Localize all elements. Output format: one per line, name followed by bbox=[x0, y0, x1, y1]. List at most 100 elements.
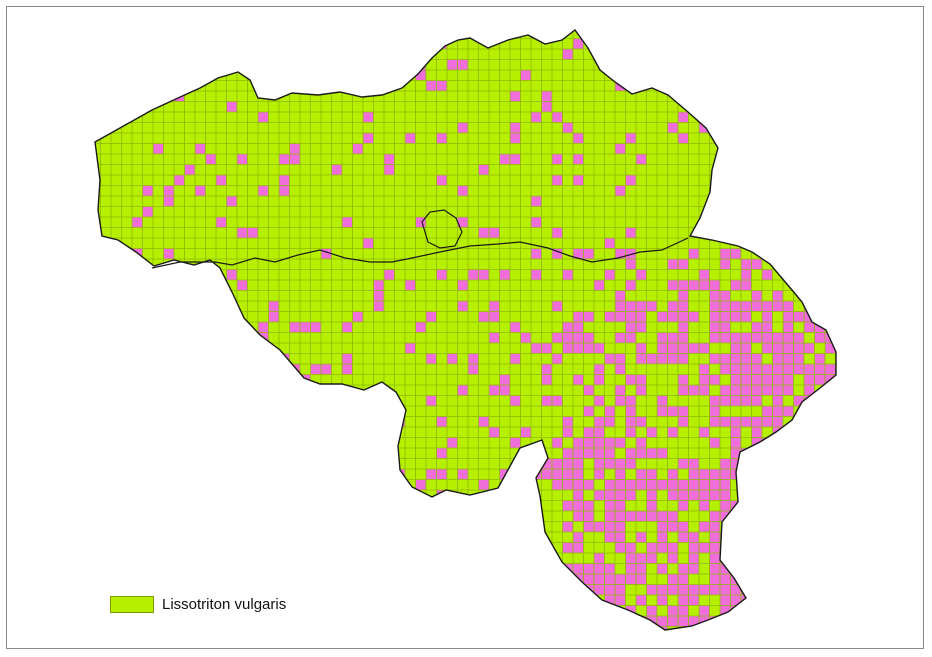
absence-cell bbox=[772, 301, 783, 312]
absence-cell bbox=[268, 311, 279, 322]
absence-cell bbox=[205, 458, 216, 469]
absence-cell bbox=[625, 374, 636, 385]
absence-cell bbox=[688, 563, 699, 574]
absence-cell bbox=[258, 185, 269, 196]
absence-cell bbox=[163, 374, 174, 385]
absence-cell bbox=[489, 574, 500, 585]
absence-cell bbox=[457, 217, 468, 228]
absence-cell bbox=[615, 542, 626, 553]
absence-cell bbox=[636, 469, 647, 480]
absence-cell bbox=[195, 563, 206, 574]
absence-cell bbox=[489, 311, 500, 322]
absence-cell bbox=[835, 448, 836, 459]
absence-cell bbox=[562, 427, 573, 438]
absence-cell bbox=[741, 332, 752, 343]
absence-cell bbox=[436, 469, 447, 480]
absence-cell bbox=[384, 490, 395, 501]
absence-cell bbox=[783, 311, 794, 322]
absence-cell bbox=[321, 553, 332, 564]
absence-cell bbox=[741, 490, 752, 501]
absence-cell bbox=[426, 353, 437, 364]
absence-cell bbox=[447, 437, 458, 448]
absence-cell bbox=[552, 626, 563, 630]
absence-cell bbox=[226, 616, 237, 627]
absence-cell bbox=[667, 616, 678, 627]
absence-cell bbox=[384, 269, 395, 280]
absence-cell bbox=[772, 38, 783, 49]
absence-cell bbox=[720, 248, 731, 259]
absence-cell bbox=[741, 416, 752, 427]
absence-cell bbox=[111, 248, 122, 259]
absence-cell bbox=[657, 511, 668, 522]
absence-cell bbox=[289, 322, 300, 333]
absence-cell bbox=[688, 311, 699, 322]
absence-cell bbox=[142, 385, 153, 396]
absence-cell bbox=[667, 521, 678, 532]
absence-cell bbox=[709, 563, 720, 574]
regional-border bbox=[151, 237, 689, 269]
absence-cell bbox=[667, 301, 678, 312]
absence-cell bbox=[184, 626, 195, 630]
absence-cell bbox=[772, 511, 783, 522]
absence-cell bbox=[762, 416, 773, 427]
absence-cell bbox=[730, 616, 741, 627]
absence-cell bbox=[520, 542, 531, 553]
absence-cell bbox=[688, 469, 699, 480]
absence-cell bbox=[783, 196, 794, 207]
absence-cell bbox=[552, 479, 563, 490]
absence-cell bbox=[667, 353, 678, 364]
absence-cell bbox=[552, 248, 563, 259]
absence-cell bbox=[772, 364, 783, 375]
absence-cell bbox=[541, 101, 552, 112]
absence-cell bbox=[762, 563, 773, 574]
absence-cell bbox=[562, 448, 573, 459]
absence-cell bbox=[814, 154, 825, 165]
absence-cell bbox=[163, 343, 174, 354]
absence-cell bbox=[835, 364, 836, 375]
absence-cell bbox=[657, 311, 668, 322]
absence-cell bbox=[195, 143, 206, 154]
absence-cell bbox=[205, 154, 216, 165]
absence-cell bbox=[583, 437, 594, 448]
absence-cell bbox=[720, 322, 731, 333]
absence-cell bbox=[657, 448, 668, 459]
absence-cell bbox=[720, 595, 731, 606]
absence-cell bbox=[741, 280, 752, 291]
absence-cell bbox=[772, 563, 783, 574]
absence-cell bbox=[709, 553, 720, 564]
absence-cell bbox=[772, 59, 783, 70]
absence-cell bbox=[583, 626, 594, 630]
absence-cell bbox=[489, 332, 500, 343]
absence-cell bbox=[258, 416, 269, 427]
absence-cell bbox=[772, 343, 783, 354]
absence-cell bbox=[352, 542, 363, 553]
absence-cell bbox=[772, 395, 783, 406]
absence-cell bbox=[100, 353, 111, 364]
absence-cell bbox=[688, 385, 699, 396]
absence-cell bbox=[835, 385, 836, 396]
absence-cell bbox=[720, 469, 731, 480]
absence-cell bbox=[730, 49, 741, 60]
absence-cell bbox=[825, 479, 836, 490]
absence-cell bbox=[594, 343, 605, 354]
absence-cell bbox=[751, 490, 762, 501]
absence-cell bbox=[730, 458, 741, 469]
absence-cell bbox=[615, 353, 626, 364]
absence-cell bbox=[615, 143, 626, 154]
absence-cell bbox=[237, 448, 248, 459]
absence-cell bbox=[762, 269, 773, 280]
absence-cell bbox=[604, 616, 615, 627]
absence-cell bbox=[289, 154, 300, 165]
absence-cell bbox=[636, 301, 647, 312]
absence-cell bbox=[772, 206, 783, 217]
absence-cell bbox=[625, 416, 636, 427]
absence-cell bbox=[163, 542, 174, 553]
absence-cell bbox=[720, 490, 731, 501]
absence-cell bbox=[783, 616, 794, 627]
absence-cell bbox=[730, 301, 741, 312]
absence-cell bbox=[762, 448, 773, 459]
absence-cell bbox=[153, 143, 164, 154]
absence-cell bbox=[730, 364, 741, 375]
absence-cell bbox=[636, 374, 647, 385]
absence-cell bbox=[510, 395, 521, 406]
